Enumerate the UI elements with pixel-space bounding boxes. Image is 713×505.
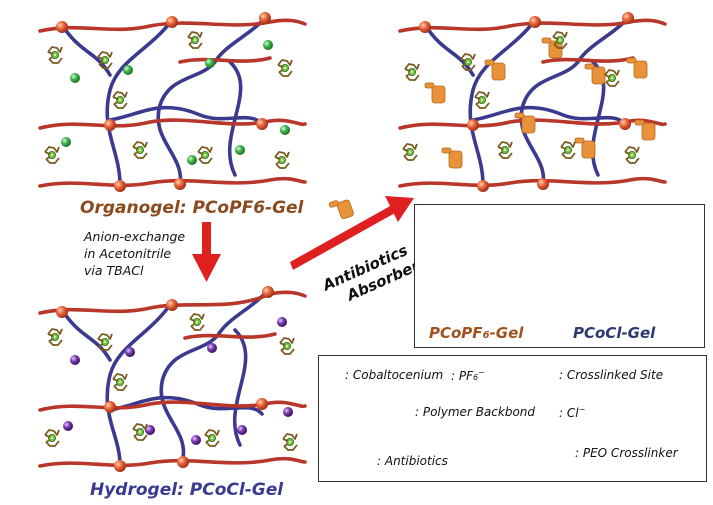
chloride-ions — [63, 317, 293, 445]
legend-cl-label: : Cl− — [559, 405, 585, 420]
legend-antibiotics-label: : Antibiotics — [377, 454, 448, 468]
organogel-caption: Organogel: PCoPF6-Gel — [80, 198, 304, 218]
photo-caption-pcopf6-sub: 6 — [482, 330, 490, 341]
photo-caption-pcopf6-tail: -Gel — [489, 324, 524, 342]
legend-backbone-label: : Polymer Backbond — [415, 405, 536, 419]
antibiotic-icon-on-arrow — [328, 195, 355, 223]
legend-pf6-main: : PF — [451, 369, 473, 383]
photo-caption-pcopf6: PCoPF6-Gel — [429, 324, 523, 342]
photo-panel: PCoPF6-Gel PCoCl-Gel — [414, 204, 705, 348]
anion-exchange-note: Anion-exchange in Acetonitrile via TBACl — [84, 228, 185, 279]
legend-peo-label: : PEO Crosslinker — [575, 446, 678, 460]
legend-cl-sup: − — [578, 405, 586, 414]
legend: : Cobaltocenium : PF6− : Crosslinked Sit… — [318, 355, 707, 482]
hydrogel-caption: Hydrogel: PCoCl-Gel — [90, 480, 284, 500]
crosslink-sites — [56, 12, 271, 192]
loaded-gel-network — [398, 12, 667, 192]
organogel-network — [38, 12, 307, 192]
anion-exchange-arrow — [192, 222, 221, 282]
anion-exchange-line-3: via TBACl — [84, 263, 144, 278]
pf6-ions — [61, 40, 290, 165]
anion-exchange-line-2: in Acetonitrile — [84, 246, 172, 261]
hydrogel-network — [38, 286, 307, 472]
legend-pf6-sub: 6 — [473, 373, 479, 382]
photo-caption-pcopf6-main: PCoPF — [429, 324, 483, 342]
legend-pf6-sup: − — [478, 368, 485, 377]
backbone-lines — [38, 18, 307, 188]
photo-caption-pcocl: PCoCl-Gel — [573, 324, 656, 342]
legend-crosslinked-site-label: : Crosslinked Site — [559, 368, 664, 382]
legend-pf6-label: : PF6− — [451, 368, 485, 383]
legend-cl-main: : Cl — [559, 406, 579, 420]
peo-crosslinker-lines — [60, 16, 267, 187]
anion-exchange-line-1: Anion-exchange — [84, 229, 186, 244]
absorption-arrow — [290, 196, 414, 270]
legend-cobaltocenium-label: : Cobaltocenium — [345, 368, 444, 382]
